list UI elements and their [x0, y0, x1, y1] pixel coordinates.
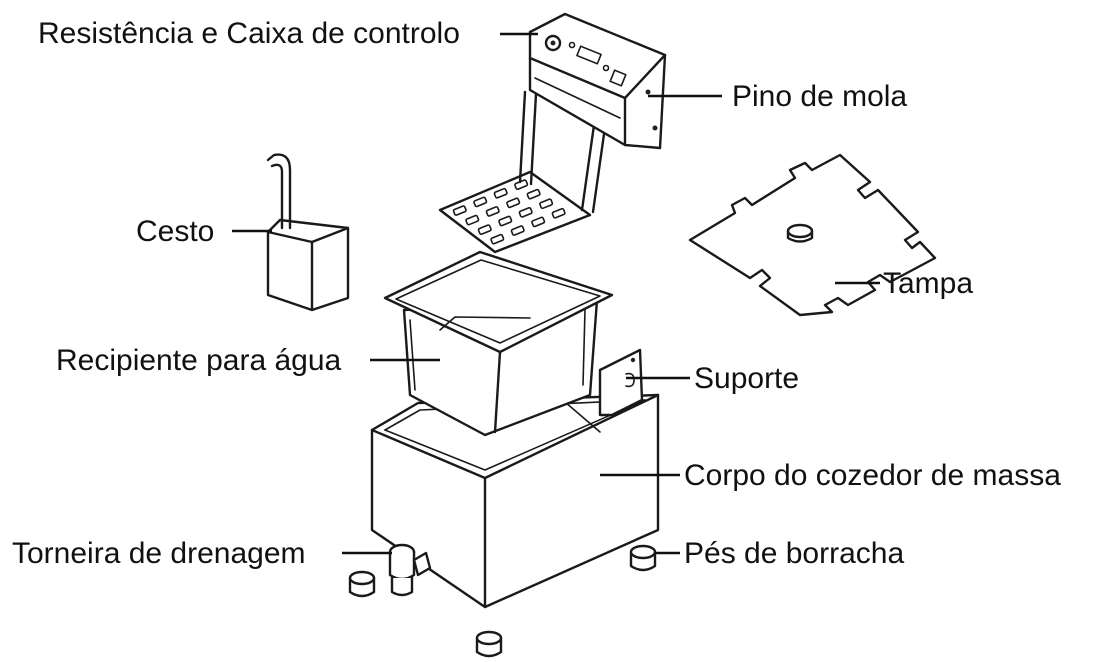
label-lid: Tampa — [883, 267, 973, 300]
grid-hole — [493, 187, 508, 199]
grid-hole — [477, 224, 492, 236]
basket — [266, 153, 350, 312]
grid-hole — [518, 206, 533, 218]
grid-hole — [510, 225, 525, 236]
rubber-foot-1 — [348, 570, 376, 598]
label-cooker-body: Corpo do cozedor de massa — [684, 459, 1061, 492]
control-box — [518, 12, 667, 214]
grid-hole — [506, 197, 521, 209]
grid-hole — [498, 215, 513, 227]
rubber-foot-3 — [475, 630, 503, 658]
label-spring-pin: Pino de mola — [732, 80, 907, 113]
rubber-foot-2 — [629, 544, 657, 572]
label-rubber-feet: Pés de borracha — [684, 537, 904, 570]
grid-hole — [452, 205, 467, 216]
label-support: Suporte — [694, 362, 799, 395]
lid — [688, 153, 937, 317]
grid-hole — [490, 233, 505, 245]
water-container — [383, 250, 614, 437]
grid-hole — [526, 188, 541, 200]
grid-hole — [465, 214, 480, 226]
grid-hole — [531, 216, 546, 228]
heating-grid — [438, 170, 592, 254]
drain-tap — [388, 543, 432, 597]
grid-hole — [551, 207, 566, 219]
grid-hole — [473, 196, 488, 208]
grid-hole — [539, 198, 554, 210]
label-water-container: Recipiente para água — [56, 344, 342, 377]
leader-lines — [232, 32, 880, 555]
label-control-box: Resistência e Caixa de controlo — [38, 17, 460, 50]
label-basket: Cesto — [136, 215, 214, 248]
support-bracket — [598, 348, 644, 417]
grid-hole — [485, 206, 500, 217]
label-drain-tap: Torneira de drenagem — [12, 537, 306, 570]
